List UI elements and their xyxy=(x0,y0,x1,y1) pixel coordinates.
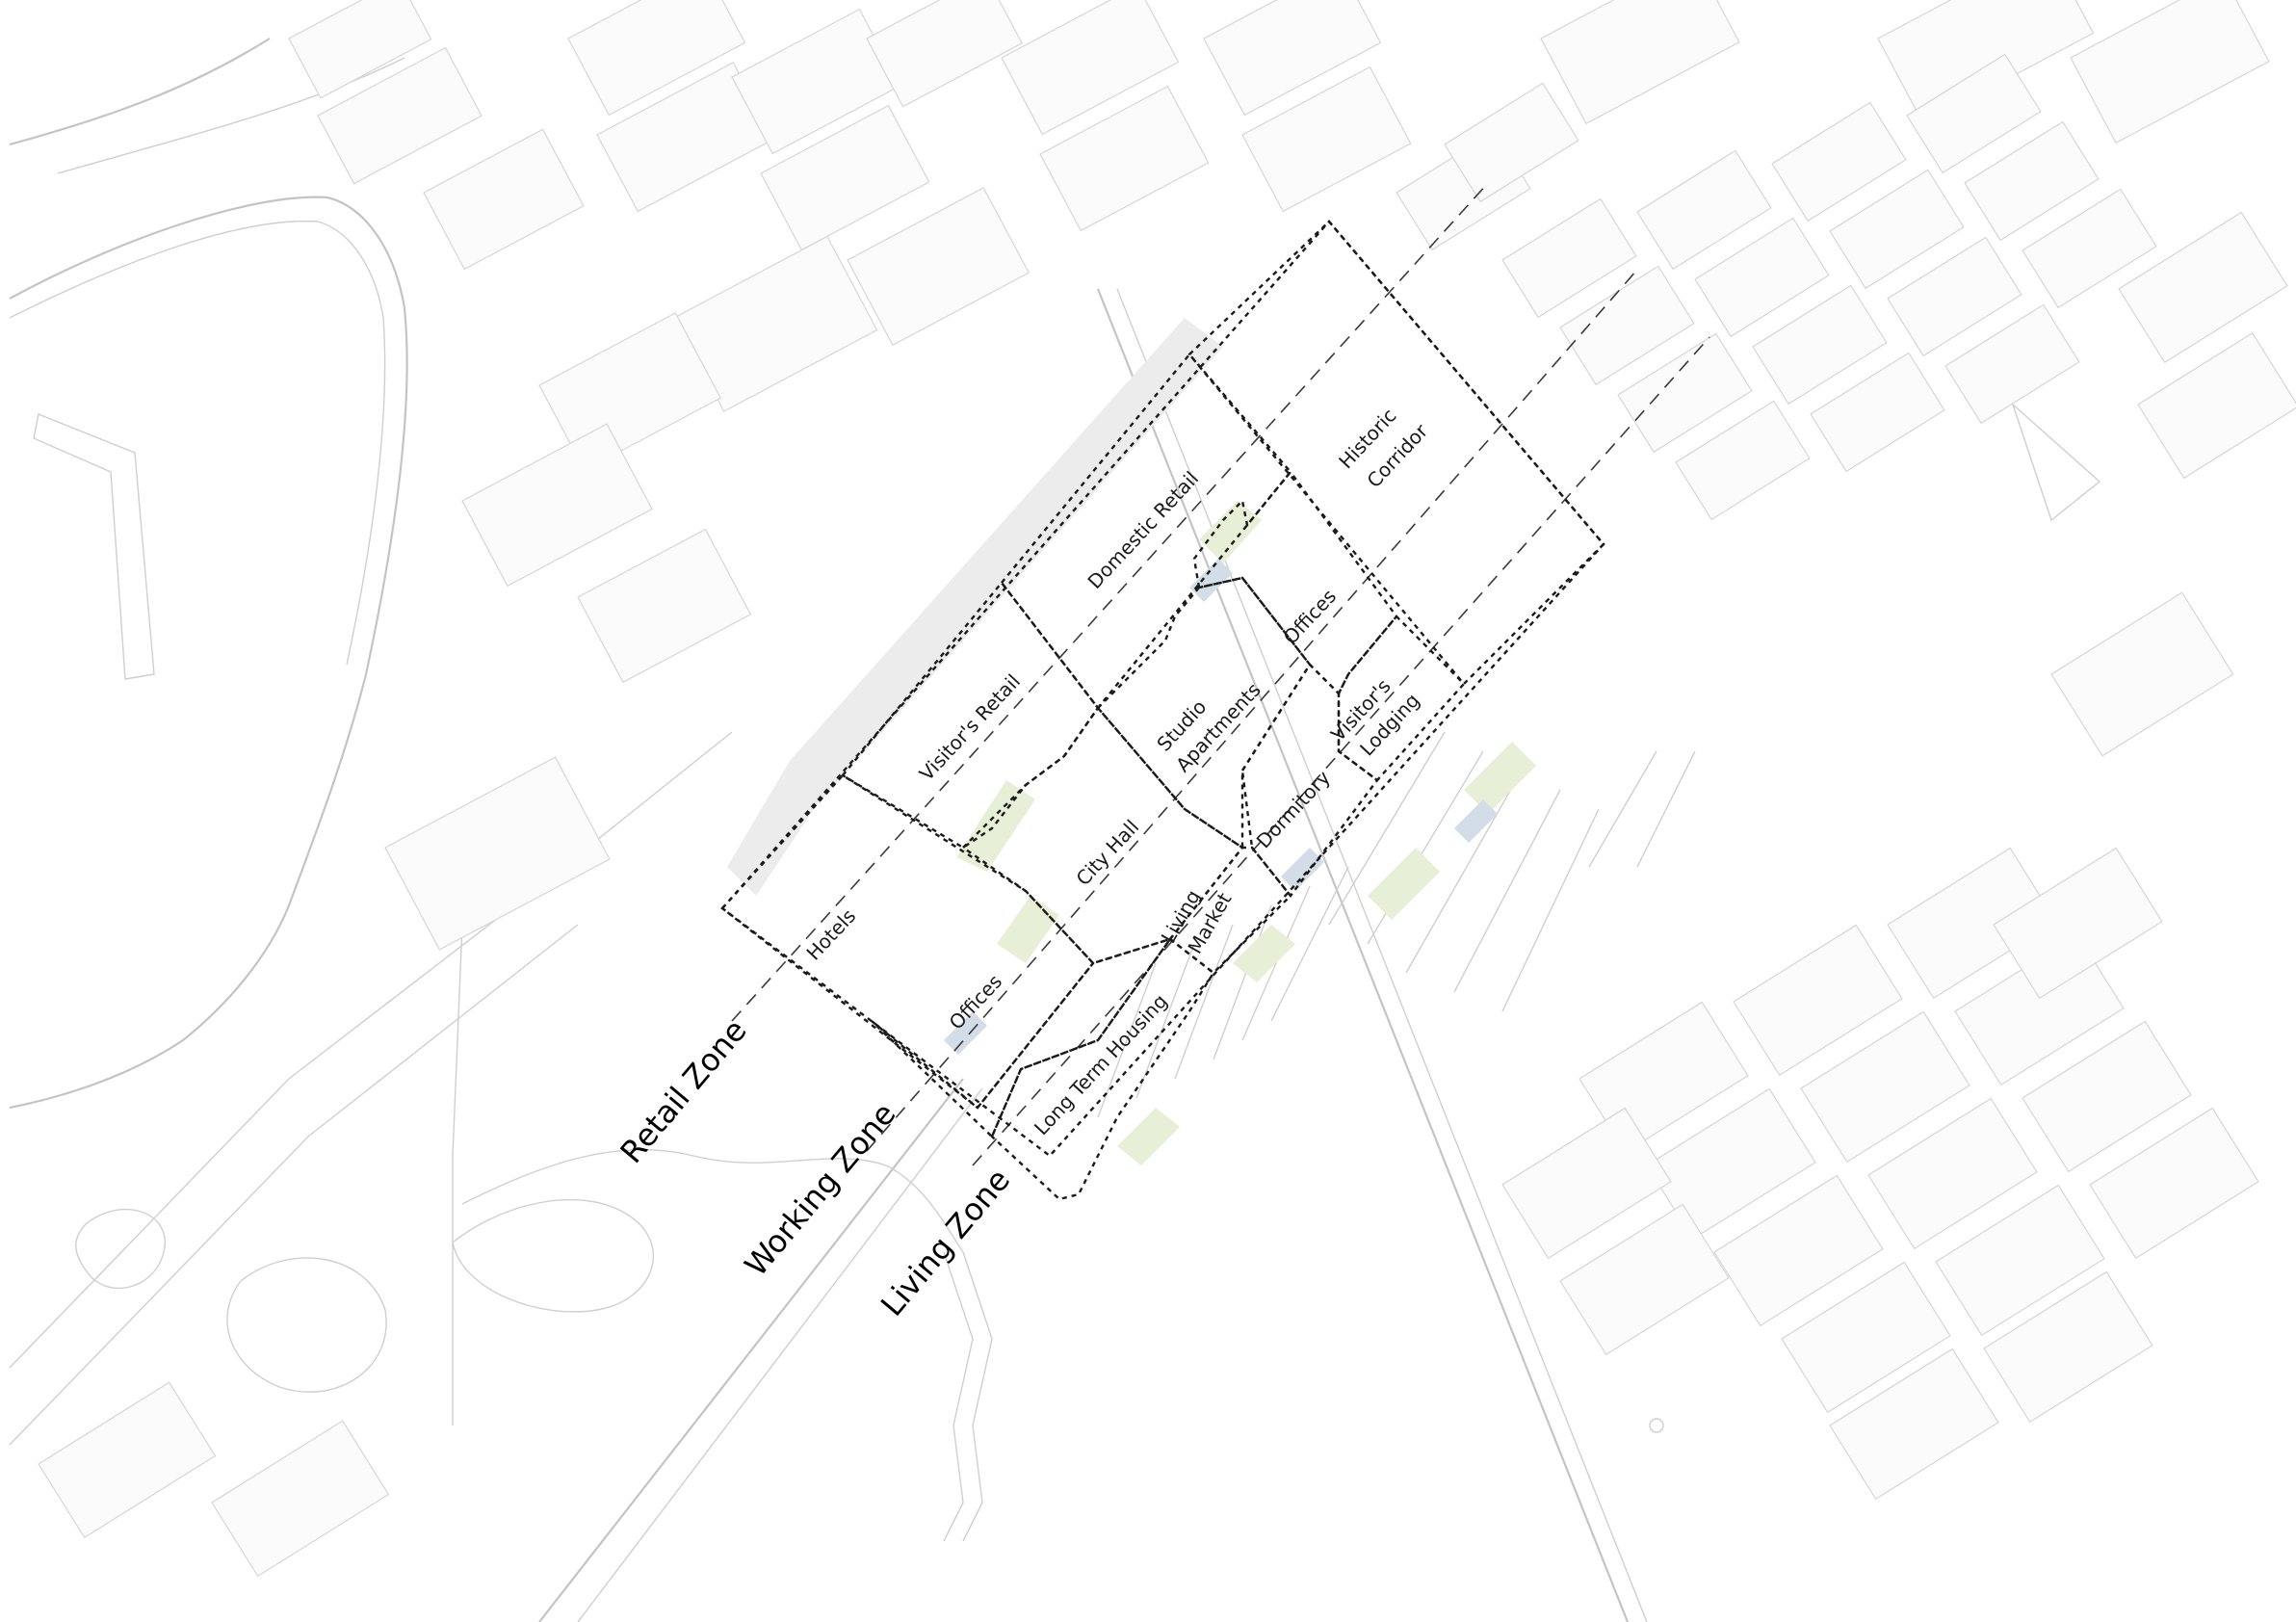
lagoon-1 xyxy=(452,1198,654,1313)
blocks-southeast xyxy=(1501,591,2259,1501)
visitors-retail-boundary xyxy=(841,581,1100,850)
living-market-boundary xyxy=(1168,846,1292,975)
zone-boundaries xyxy=(720,220,1605,1201)
shoreline-south xyxy=(461,1148,964,1253)
site-boundary-southwest xyxy=(9,731,733,1369)
green-space-5 xyxy=(1368,848,1440,920)
green-space-7 xyxy=(1464,742,1536,814)
triangle-island-east xyxy=(2011,402,2101,522)
road-southwest xyxy=(538,1078,964,1622)
label-visitors-retail: Visitor's Retail xyxy=(915,669,1025,785)
green-space-3 xyxy=(1199,501,1262,563)
water-feature-3 xyxy=(1281,848,1324,891)
road-diagonal-northwest xyxy=(9,38,271,146)
coastline-west-inner xyxy=(9,220,386,666)
pier-west xyxy=(33,413,155,680)
site-boundary-southwest-3 xyxy=(452,924,463,1426)
zone-labels: Retail Zone Working Zone Living Zone xyxy=(613,1012,1018,1323)
program-labels: Hotels Visitor's Retail Domestic Retail … xyxy=(801,404,1432,1139)
breakwater-south-2 xyxy=(962,1251,993,1542)
marker-south-east xyxy=(1649,1418,1664,1433)
avenue-main-edge xyxy=(1116,288,1648,1622)
living-zone-axis xyxy=(972,336,1710,1166)
site-boundary-southwest-2 xyxy=(9,924,579,1446)
pier-fingers xyxy=(1097,731,1696,1118)
label-city-hall: City Hall xyxy=(1071,815,1143,890)
road-southwest-edge xyxy=(577,1087,983,1622)
green-space-1 xyxy=(956,780,1035,872)
base-map xyxy=(9,0,2296,1622)
water-feature-2 xyxy=(944,1011,987,1055)
hotels-boundary xyxy=(720,773,1095,1110)
green-space-6 xyxy=(1117,1108,1180,1165)
green-space-4 xyxy=(1233,925,1295,982)
retail-zone-axis xyxy=(731,182,1489,1022)
blocks-northeast xyxy=(1396,53,2296,521)
historic-corridor-boundary xyxy=(1187,220,1605,686)
offices-upper-boundary xyxy=(1192,470,1398,696)
coastline-west xyxy=(9,196,408,1110)
green-space-2 xyxy=(997,896,1059,963)
label-retail-zone: Retail Zone xyxy=(613,1012,754,1170)
avenue-main xyxy=(1096,288,1630,1622)
water-feature-4 xyxy=(1454,799,1498,843)
offices-lower-boundary xyxy=(871,936,1174,1139)
long-term-housing-boundary xyxy=(990,937,1215,1201)
zone-axes xyxy=(731,182,1710,1166)
road-diagonal-north xyxy=(57,57,405,174)
label-living-zone: Living Zone xyxy=(874,1162,1017,1323)
massing-shade-northwest xyxy=(727,318,1223,896)
water-feature-1 xyxy=(1189,559,1233,602)
lagoon-2 xyxy=(226,1257,387,1393)
label-offices-upper: Offices xyxy=(1279,585,1341,649)
site-fill xyxy=(727,318,1536,1165)
studio-apartments-boundary xyxy=(1096,576,1312,850)
label-domestic-retail: Domestic Retail xyxy=(1083,467,1204,593)
blocks-southwest xyxy=(38,756,611,1578)
working-zone-axis xyxy=(866,269,1638,1152)
domestic-retail-boundary xyxy=(1000,353,1292,710)
breakwater-south xyxy=(943,1251,974,1542)
label-working-zone: Working Zone xyxy=(738,1096,903,1284)
lagoon-3 xyxy=(75,1208,166,1290)
blocks-northwest xyxy=(288,0,2270,684)
